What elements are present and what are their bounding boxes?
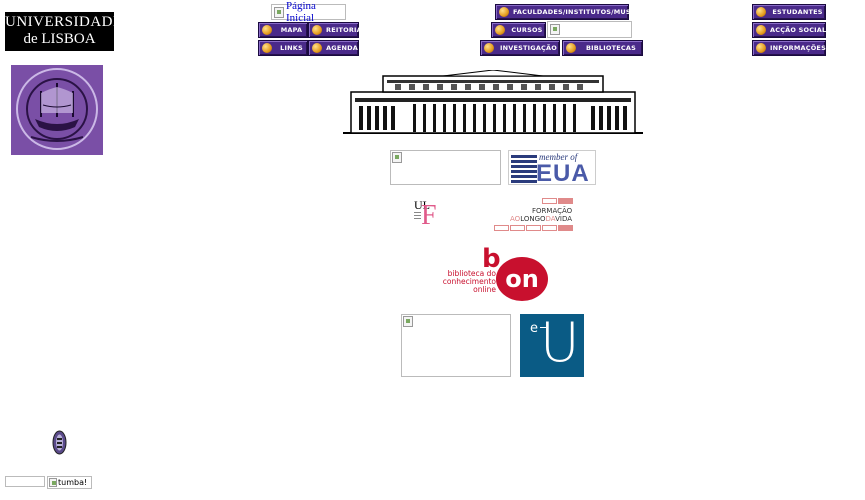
orange-orb-icon: [756, 25, 766, 35]
eua-member-of-text: member of: [539, 152, 578, 162]
b-on-logo[interactable]: biblioteca do conhecimento online b on: [440, 244, 550, 304]
eua-member-logo[interactable]: member of EUA: [508, 150, 596, 187]
tumba-search-button[interactable]: tumba!: [47, 476, 92, 489]
broken-image-icon: [274, 6, 284, 18]
formacao-line-2: AOLONGODAVIDA: [510, 215, 573, 223]
ulf-logo[interactable]: UL F: [413, 198, 443, 234]
orange-orb-icon: [756, 43, 766, 53]
eua-letters: EUA: [536, 160, 590, 187]
broken-image-icon: [403, 316, 413, 327]
broken-image-placeholder: [547, 21, 632, 38]
nav-button-label: ACÇÃO SOCIAL: [770, 26, 827, 34]
university-seal-image[interactable]: [11, 65, 103, 155]
orange-orb-icon: [484, 43, 494, 53]
nav-button-label: MAPA: [280, 26, 303, 34]
nav-button-investigacao[interactable]: INVESTIGAÇÃO: [480, 40, 560, 56]
nav-button-label: ESTUDANTES: [772, 8, 823, 16]
nav-button-label: FACULDADES/INSTITUTOS/MUSEUS: [513, 8, 646, 16]
broken-image-icon: [392, 152, 402, 163]
broken-image-icon: [550, 24, 560, 35]
e-u-e-letter: e: [530, 321, 538, 336]
nav-button-informacoes[interactable]: INFORMAÇÕES: [752, 40, 826, 56]
orange-orb-icon: [495, 25, 505, 35]
broken-image-placeholder[interactable]: [390, 150, 501, 185]
universidade-de-lisboa-logo[interactable]: UNIVERSIDADE de LISBOA: [5, 12, 123, 51]
formacao-ao-longo-da-vida-logo[interactable]: FORMAÇÃO AOLONGODAVIDA: [494, 198, 574, 234]
orange-orb-icon: [262, 43, 272, 53]
nav-button-cursos[interactable]: CURSOS: [491, 22, 546, 38]
b-on-b-letter: b: [482, 244, 501, 274]
orange-orb-icon: [312, 25, 322, 35]
tumba-label: tumba!: [58, 478, 88, 487]
nav-button-label: REITORIA: [326, 26, 362, 34]
home-link-label: Página Inicial: [286, 0, 316, 24]
nav-button-bibliotecas[interactable]: BIBLIOTECAS: [562, 40, 643, 56]
orange-orb-icon: [499, 7, 509, 17]
nav-button-label: LINKS: [280, 44, 303, 52]
nav-button-label: CURSOS: [511, 26, 543, 34]
logo-line-2: de LISBOA: [23, 31, 96, 47]
b-on-circle: on: [496, 257, 548, 301]
orange-orb-icon: [262, 25, 272, 35]
counter-icon[interactable]: [52, 430, 67, 455]
nav-button-accao-social[interactable]: ACÇÃO SOCIAL: [752, 22, 826, 38]
home-link[interactable]: Página Inicial: [271, 0, 346, 24]
nav-button-label: INFORMAÇÕES: [770, 44, 826, 52]
ulf-ul-text: UL: [414, 198, 430, 212]
formacao-line-1: FORMAÇÃO: [532, 207, 573, 215]
broken-image-icon: [49, 478, 57, 487]
nav-button-label: AGENDA: [326, 44, 358, 52]
nav-button-label: INVESTIGAÇÃO: [500, 44, 557, 52]
b-on-caption: biblioteca do conhecimento online: [442, 269, 496, 294]
nav-button-links[interactable]: LINKS: [258, 40, 308, 56]
nav-button-reitoria[interactable]: REITORIA: [308, 22, 362, 38]
orange-orb-icon: [312, 43, 322, 53]
broken-image-placeholder[interactable]: [401, 314, 511, 377]
ulf-f-letter: F: [421, 200, 437, 231]
nav-button-label: BIBLIOTECAS: [586, 44, 636, 52]
search-input[interactable]: [5, 476, 45, 487]
logo-line-1: UNIVERSIDADE: [5, 14, 123, 30]
nav-button-mapa[interactable]: MAPA: [258, 22, 308, 38]
e-u-u-letter: U: [540, 311, 580, 374]
nav-button-faculdades[interactable]: FACULDADES/INSTITUTOS/MUSEUS: [495, 4, 646, 20]
orange-orb-icon: [756, 7, 766, 17]
e-u-campus-virtual-logo[interactable]: e U: [520, 314, 584, 377]
eua-stripes-graphic: [511, 155, 537, 183]
orange-orb-icon: [566, 43, 576, 53]
nav-button-agenda[interactable]: AGENDA: [308, 40, 359, 56]
nav-button-estudantes[interactable]: ESTUDANTES: [752, 4, 826, 20]
reitoria-building-illustration: [343, 69, 643, 136]
